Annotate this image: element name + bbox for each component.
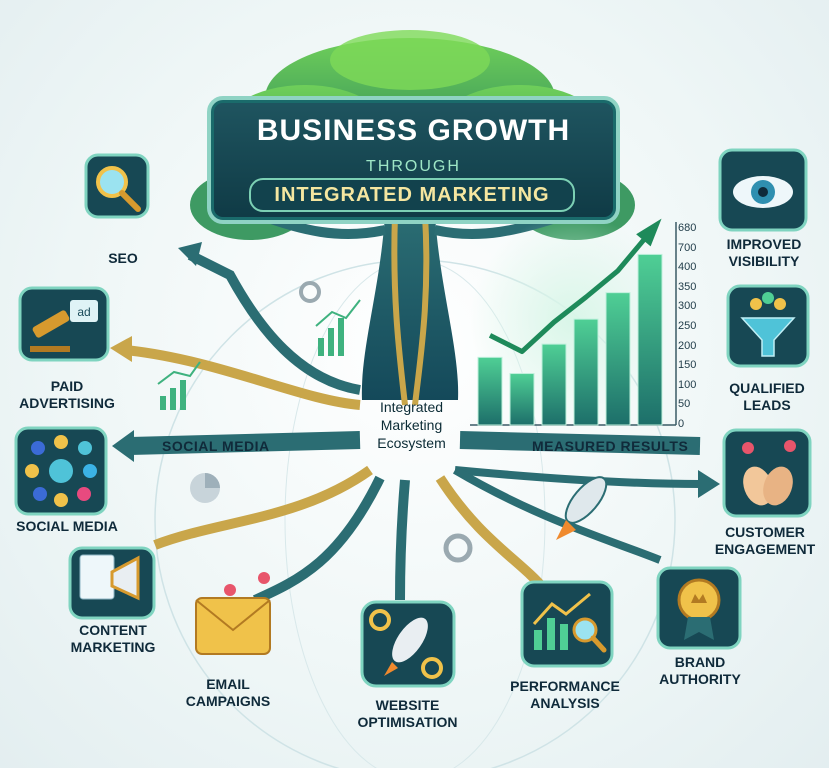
label-website-optimisation-line-1: WEBSITE	[375, 697, 440, 713]
chart-y-tick: 50	[678, 398, 691, 411]
gear-icon	[443, 533, 473, 563]
ecosystem-label: Integrated Marketing Ecosystem	[349, 398, 474, 472]
label-website-optimisation-line-2: OPTIMISATION	[357, 714, 458, 730]
label-email-campaigns: EMAIL CAMPAIGNS	[168, 676, 288, 710]
title-main: BUSINESS GROWTH	[256, 114, 571, 147]
clapping-hands-hearts-icon	[722, 428, 812, 518]
label-email-campaigns-line-1: EMAIL	[206, 676, 250, 692]
label-brand-authority-line-2: AUTHORITY	[659, 671, 741, 687]
chart-magnifier-icon	[520, 580, 614, 668]
label-paid-advertising: PAID ADVERTISING	[2, 378, 132, 412]
svg-text:ad: ad	[77, 305, 90, 319]
label-paid-advertising-line-2: ADVERTISING	[19, 395, 115, 411]
arrow-to-seo	[178, 242, 202, 266]
label-qualified-leads-line-1: QUALIFIED	[729, 380, 805, 396]
mini-bar-chart-icon	[157, 361, 201, 410]
growth-chart	[470, 215, 677, 426]
banner-measured-results: MEASURED RESULTS	[532, 438, 689, 454]
funnel-icon	[726, 284, 810, 368]
label-content-marketing-line-2: MARKETING	[70, 639, 156, 655]
label-social-media: SOCIAL MEDIA	[16, 518, 118, 534]
pie-chart-icon	[190, 473, 220, 503]
chart-y-tick: 100	[678, 378, 697, 391]
label-website-optimisation: WEBSITE OPTIMISATION	[345, 697, 470, 731]
label-brand-authority: BRAND AUTHORITY	[645, 654, 755, 688]
label-customer-engagement: CUSTOMER ENGAGEMENT	[702, 524, 828, 558]
roots-and-arrows	[110, 242, 720, 605]
rocket-gears-icon	[360, 600, 456, 688]
chart-bar-6	[637, 253, 663, 426]
label-customer-engagement-line-2: ENGAGEMENT	[714, 541, 816, 557]
award-badge-icon	[656, 566, 742, 650]
chart-y-tick: 400	[678, 261, 697, 274]
title-connector: THROUGH	[366, 158, 461, 175]
label-improved-visibility-line-2: VISIBILITY	[728, 253, 800, 269]
label-email-campaigns-line-2: CAMPAIGNS	[185, 693, 271, 709]
chart-bar-1	[477, 356, 503, 426]
label-improved-visibility: IMPROVED VISIBILITY	[704, 236, 824, 270]
label-performance-analysis: PERFORMANCE ANALYSIS	[490, 678, 640, 712]
envelope-hearts-icon	[195, 572, 271, 655]
ecosystem-line-1: Integrated	[379, 399, 444, 415]
chart-y-tick: 200	[678, 339, 697, 352]
label-seo: SEO	[108, 250, 138, 266]
arrow-to-social-media	[112, 430, 134, 462]
label-customer-engagement-line-1: CUSTOMER	[725, 524, 805, 540]
chart-bar-3	[541, 343, 567, 426]
social-network-icon	[14, 426, 108, 516]
gear-icon	[299, 281, 321, 303]
arrow-to-measured-results	[698, 470, 720, 498]
label-content-marketing-line-1: CONTENT	[79, 622, 147, 638]
chart-bar-2	[509, 373, 535, 426]
chart-y-tick: 250	[678, 320, 697, 332]
chart-y-tick: 680	[678, 222, 697, 234]
label-qualified-leads: QUALIFIED LEADS	[712, 380, 822, 414]
arrow-to-paid-advertising	[110, 336, 132, 362]
ecosystem-line-2: Marketing	[380, 417, 443, 433]
megaphone-document-icon	[68, 546, 156, 620]
label-brand-authority-line-1: BRAND	[674, 654, 726, 670]
trend-arrow-head	[636, 218, 662, 247]
chart-y-tick: 700	[678, 241, 697, 254]
chart-y-tick: 0	[678, 418, 685, 430]
banner-social-media: SOCIAL MEDIA	[162, 438, 270, 454]
chart-y-tick: 150	[678, 359, 697, 372]
gavel-ad-icon: ad	[18, 286, 110, 362]
trend-line	[488, 230, 652, 355]
eye-icon	[718, 148, 808, 232]
label-content-marketing: CONTENT MARKETING	[48, 622, 178, 656]
ecosystem-line-3: Ecosystem	[377, 435, 446, 451]
label-qualified-leads-line-2: LEADS	[743, 397, 791, 413]
rocket-icon	[556, 476, 608, 540]
label-paid-advertising-line-1: PAID	[50, 378, 84, 394]
label-performance-analysis-line-1: PERFORMANCE	[510, 678, 620, 694]
chart-y-tick: 350	[678, 280, 697, 293]
title-banner: BUSINESS GROWTH THROUGH INTEGRATED MARKE…	[207, 96, 620, 224]
chart-bar-4	[573, 318, 599, 426]
title-subtitle: INTEGRATED MARKETING	[249, 178, 575, 212]
label-improved-visibility-line-1: IMPROVED	[726, 236, 802, 252]
chart-bar-5	[605, 292, 631, 426]
magnifier-icon	[84, 153, 150, 219]
label-performance-analysis-line-2: ANALYSIS	[530, 695, 600, 711]
chart-y-tick: 300	[678, 300, 697, 313]
mini-bar-chart-icon	[315, 299, 361, 356]
